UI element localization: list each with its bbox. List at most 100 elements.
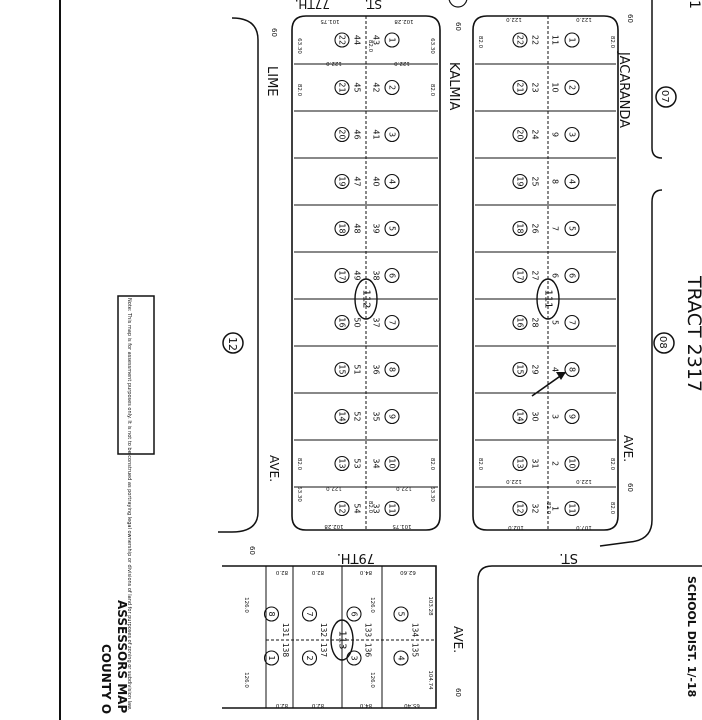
block111-dim: 82.0 bbox=[609, 502, 615, 515]
block113-id: 113 bbox=[337, 630, 348, 649]
block113-parcel-top: 6 bbox=[350, 611, 359, 616]
street-77th-suffix: ST. bbox=[365, 0, 382, 11]
block111-lot-right: 11 bbox=[551, 35, 560, 45]
map-circle-07-label: 07 bbox=[659, 90, 670, 103]
block112-parcel-right: 3 bbox=[388, 132, 397, 137]
block113-dim: 82.0 bbox=[275, 569, 288, 575]
dim-60-lower-ave: 60 bbox=[454, 688, 462, 697]
block112-parcel-right: 5 bbox=[388, 226, 397, 231]
dim-60-79th: 60 bbox=[248, 546, 256, 555]
block112-id-ellipse bbox=[354, 278, 378, 320]
block112-parcel-left: 14 bbox=[338, 411, 347, 421]
block111-parcel-left: 17 bbox=[516, 270, 525, 280]
jacaranda-curb-main bbox=[599, 189, 663, 547]
block112-lot-left: 50 bbox=[353, 317, 362, 327]
note-box bbox=[117, 295, 155, 455]
top-right-mark: 1 bbox=[686, 0, 702, 9]
block111-parcel-left-circle bbox=[512, 126, 528, 143]
street-lower-ave: AVE. bbox=[451, 626, 465, 653]
block113-dim: 84.0 bbox=[359, 569, 372, 575]
block112-parcel-right-circle bbox=[384, 267, 400, 284]
block111-parcel-left: 12 bbox=[516, 503, 525, 513]
block112-parcel-right: 7 bbox=[388, 320, 397, 325]
block112-lot-right: 34 bbox=[372, 458, 381, 468]
block111-parcel-right: 7 bbox=[568, 320, 577, 325]
block111-dim: 102.0 bbox=[508, 524, 524, 530]
block112-dim: 122.0 bbox=[326, 60, 342, 66]
block113-parcel-bottom: 1 bbox=[267, 655, 276, 660]
block112-lot-right: 42 bbox=[372, 82, 381, 92]
block111-parcel-left-circle bbox=[512, 500, 528, 517]
block112-dim: 122.0 bbox=[396, 485, 412, 491]
block112-lot-right: 41 bbox=[372, 129, 381, 139]
block112-lot-right: 33 bbox=[372, 503, 381, 513]
block111-lot-left: 30 bbox=[531, 411, 540, 421]
block112-parcel-right: 1 bbox=[388, 37, 397, 42]
block112-parcel-right-circle bbox=[384, 500, 400, 517]
block111-parcel-left-circle bbox=[512, 220, 528, 237]
map-circle-07 bbox=[655, 86, 677, 108]
block113-id-ellipse bbox=[330, 619, 354, 661]
block111-lot-right: 7 bbox=[551, 226, 560, 231]
block113-dim: 62.60 bbox=[400, 569, 416, 575]
block112-parcel-right-circle bbox=[384, 220, 400, 237]
block111-parcel-right-circle bbox=[564, 314, 580, 331]
block111-parcel-left: 19 bbox=[516, 176, 525, 186]
block111-parcel-right: 9 bbox=[568, 414, 577, 419]
block111-parcel-left: 22 bbox=[516, 35, 525, 45]
block111-id: 111 bbox=[543, 289, 554, 308]
block112-lot-left: 45 bbox=[353, 82, 362, 92]
jacaranda-curb-top bbox=[651, 0, 663, 159]
assessor-label-1: ASSESSORS MAP bbox=[115, 600, 129, 713]
block112-parcel-left: 13 bbox=[338, 458, 347, 468]
dim-60-jacaranda: 60 bbox=[626, 14, 634, 23]
block113-parcel-top-circle bbox=[301, 606, 318, 622]
block111-parcel-right-circle bbox=[564, 361, 580, 378]
block112-parcel-right: 11 bbox=[388, 503, 397, 513]
block111-lot-left: 32 bbox=[531, 503, 540, 513]
block111-lot-left: 22 bbox=[531, 35, 540, 45]
block112-lot-left: 49 bbox=[353, 270, 362, 280]
block112-dim: 82.0 bbox=[296, 84, 302, 97]
block112-lot-left: 46 bbox=[353, 129, 362, 139]
block113-parcel-bottom: 4 bbox=[397, 655, 406, 660]
block111-parcel-right: 11 bbox=[568, 503, 577, 513]
block111-parcel-right: 6 bbox=[568, 273, 577, 278]
block111-dim: 122.0 bbox=[576, 16, 592, 22]
block111-parcel-left: 20 bbox=[516, 129, 525, 139]
block112-parcel-right: 6 bbox=[388, 273, 397, 278]
block113-dim: 104.74 bbox=[427, 670, 433, 690]
block111-parcel-left-circle bbox=[512, 314, 528, 331]
block111-parcel-right-circle bbox=[564, 455, 580, 472]
block112-parcel-left: 12 bbox=[338, 503, 347, 513]
block111-parcel-left: 14 bbox=[516, 411, 525, 421]
block112-id: 112 bbox=[361, 289, 372, 308]
block112-parcel-left: 18 bbox=[338, 223, 347, 233]
block111-lot-right: 10 bbox=[551, 82, 560, 92]
block111-lot-left: 27 bbox=[531, 270, 540, 280]
block111-parcel-left: 16 bbox=[516, 317, 525, 327]
block112-lot-left: 54 bbox=[353, 503, 362, 513]
block111-lot-right: 2 bbox=[551, 461, 560, 466]
block111-dim: 82.0 bbox=[609, 36, 615, 49]
block112-lot-left: 51 bbox=[353, 364, 362, 374]
block113-parcel-top: 5 bbox=[397, 611, 406, 616]
block112-parcel-left-circle bbox=[334, 220, 350, 237]
block113-dim: 126.0 bbox=[243, 672, 249, 688]
block113-lot-bottom: 137 bbox=[319, 643, 328, 658]
block111-parcel-right-circle bbox=[564, 408, 580, 425]
block112-parcel-left: 17 bbox=[338, 270, 347, 280]
block111-dim: 82.0 bbox=[545, 502, 551, 515]
block112-lot-right: 40 bbox=[372, 176, 381, 186]
block113-parcel-top-circle bbox=[346, 606, 362, 622]
block111-parcel-right-circle bbox=[564, 173, 580, 190]
map-circle-08-label: 08 bbox=[657, 336, 668, 349]
block111-lot-right: 1 bbox=[551, 506, 560, 511]
block112-lot-left: 52 bbox=[353, 411, 362, 421]
block112-parcel-left: 16 bbox=[338, 317, 347, 327]
block112-parcel-right-circle bbox=[384, 314, 400, 331]
street-79th-st: ST. bbox=[559, 550, 578, 565]
block111-lot-left: 25 bbox=[531, 176, 540, 186]
block113-lot-top: 133 bbox=[364, 623, 373, 638]
block111-parcel-right-circle bbox=[564, 267, 580, 284]
